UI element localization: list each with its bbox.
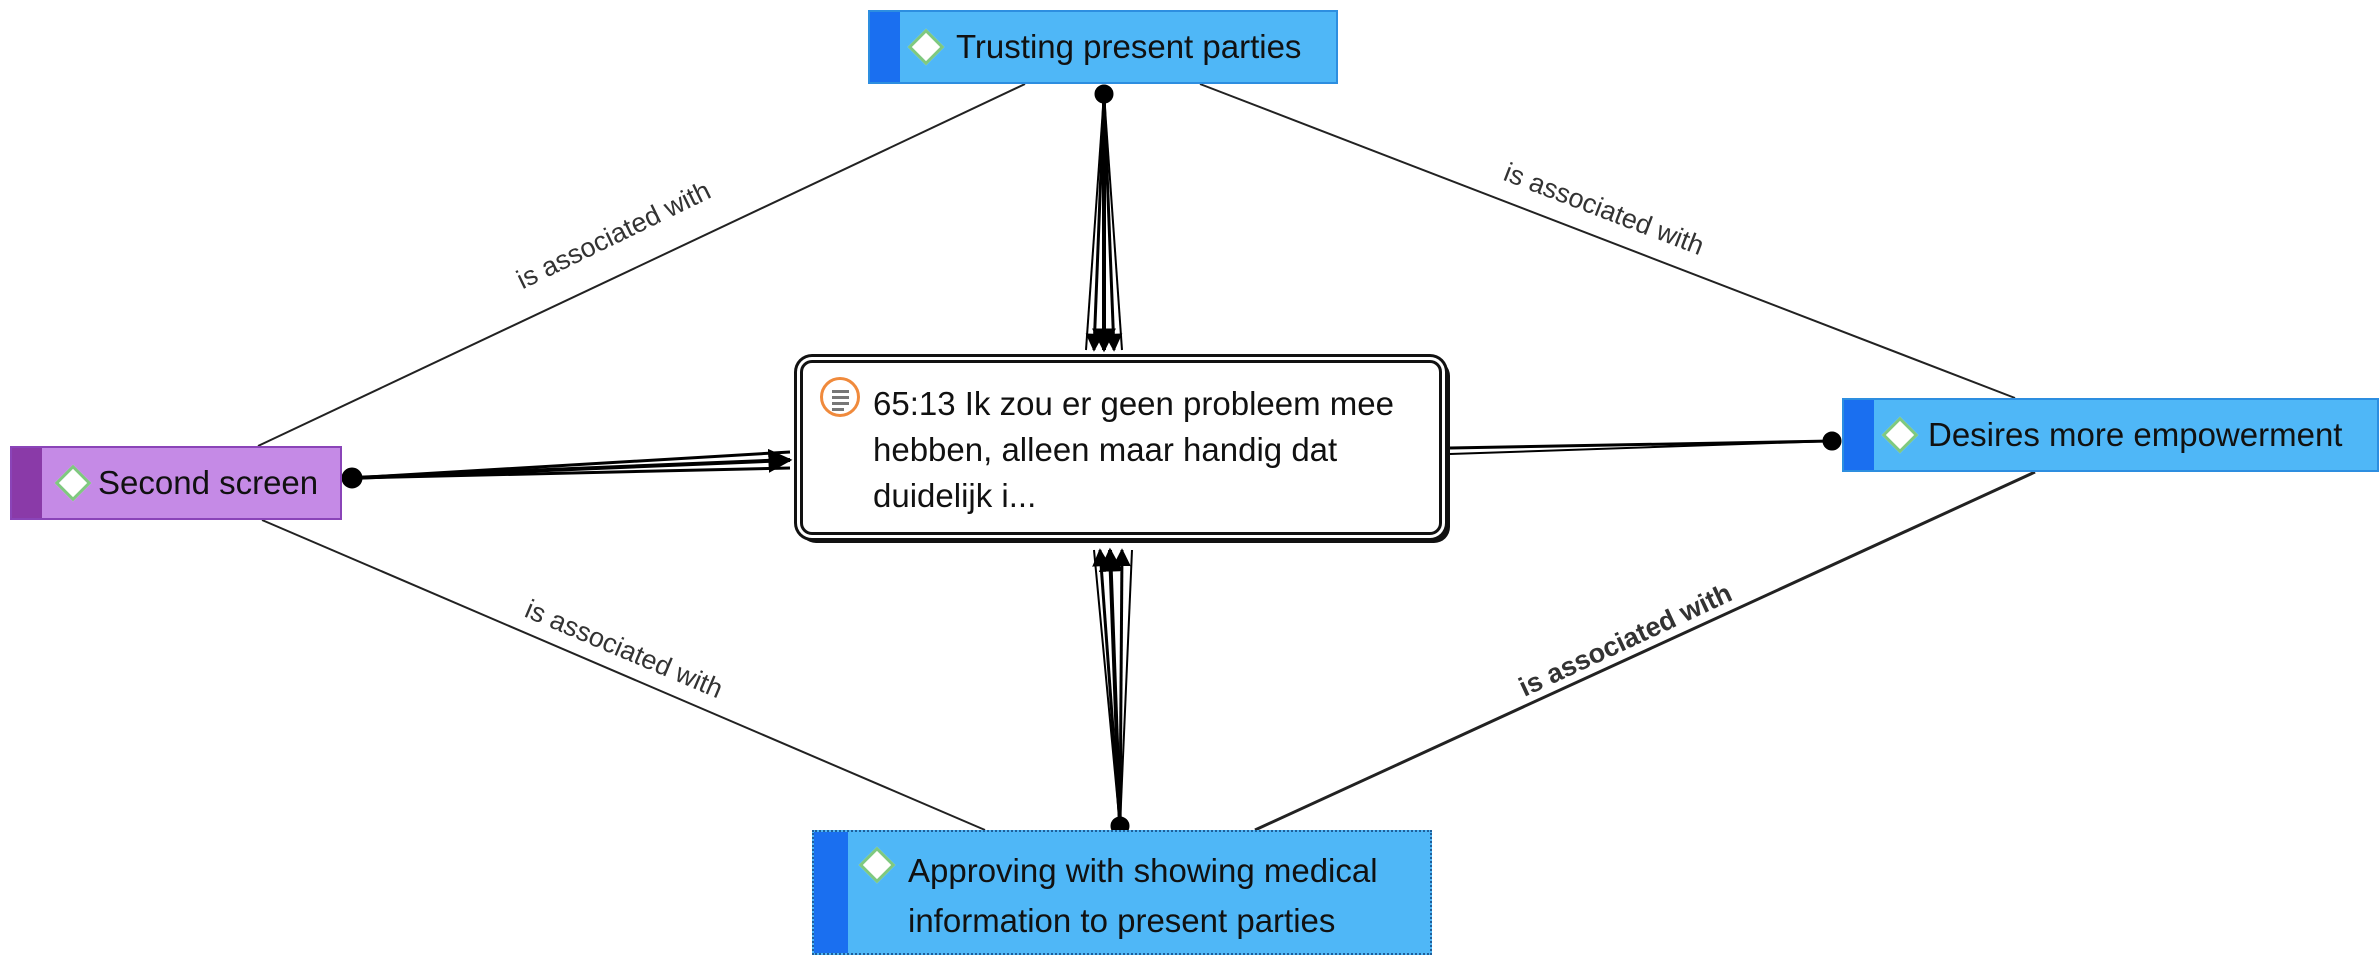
code-label: Trusting present parties bbox=[956, 28, 1302, 65]
code-color-bar bbox=[870, 12, 900, 82]
diamond-code-icon bbox=[54, 464, 92, 502]
edge-line-desires-approving[interactable] bbox=[1254, 470, 2036, 832]
link-approving-quote[interactable] bbox=[1092, 547, 1133, 836]
diamond-code-icon bbox=[1881, 416, 1919, 454]
link-trusting-quote[interactable] bbox=[1085, 84, 1123, 353]
document-quote-icon bbox=[820, 377, 860, 417]
diamond-code-icon bbox=[907, 28, 945, 66]
code-node-desires-more-empowerment[interactable]: Desires more empowerment bbox=[1842, 398, 2379, 472]
diamond-code-icon bbox=[858, 846, 896, 884]
code-node-second-screen[interactable]: Second screen bbox=[10, 446, 342, 520]
quotation-node-65-13[interactable]: 65:13 Ik zou er geen probleem mee hebben… bbox=[800, 360, 1442, 535]
quotation-text: 65:13 Ik zou er geen probleem mee hebben… bbox=[873, 385, 1394, 514]
code-label: Second screen bbox=[98, 464, 319, 501]
code-color-bar bbox=[814, 832, 848, 953]
code-color-bar bbox=[1844, 400, 1874, 470]
code-color-bar bbox=[12, 448, 42, 518]
edge-line-second-approving[interactable] bbox=[261, 519, 986, 831]
code-node-approving-medical-information[interactable]: Approving with showing medical informati… bbox=[812, 830, 1432, 955]
link-second-quote[interactable] bbox=[341, 448, 793, 489]
link-desires-quote[interactable] bbox=[1449, 431, 1842, 455]
code-label: Desires more empowerment bbox=[1928, 416, 2343, 453]
code-label: Approving with showing medical informati… bbox=[908, 852, 1378, 939]
edge-line-trusting-desires[interactable] bbox=[1199, 83, 2016, 399]
code-node-trusting-present-parties[interactable]: Trusting present parties bbox=[868, 10, 1338, 84]
edge-line-trusting-second[interactable] bbox=[257, 83, 1026, 447]
